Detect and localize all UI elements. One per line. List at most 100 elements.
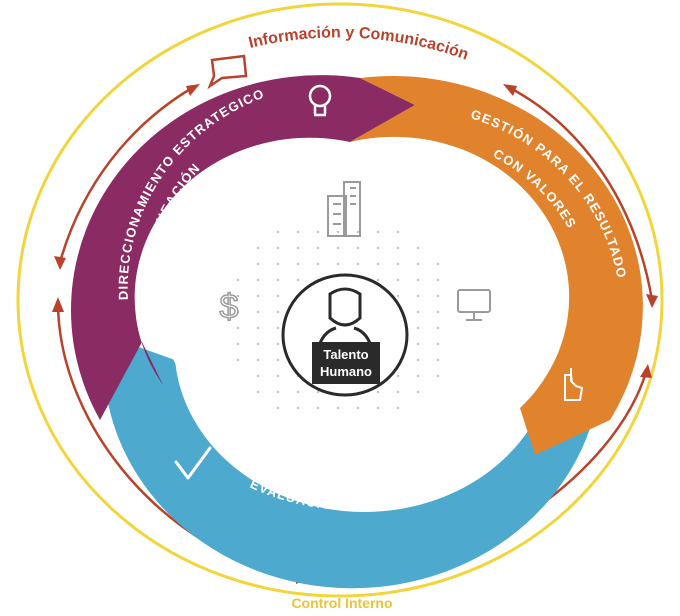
grid-dot [396, 294, 400, 298]
grid-dot [256, 390, 260, 394]
grid-dot [416, 278, 420, 282]
building-icon [327, 181, 361, 237]
center-label-line2: Humano [320, 364, 372, 379]
grid-dot [416, 374, 420, 378]
grid-dot [396, 246, 400, 250]
grid-dot [256, 262, 260, 266]
grid-dot [336, 262, 340, 266]
grid-dot [396, 406, 400, 410]
grid-dot [296, 246, 300, 250]
grid-dot [316, 406, 320, 410]
grid-dot [436, 358, 440, 362]
grid-dot [416, 294, 420, 298]
grid-dot [296, 262, 300, 266]
arrowhead [503, 84, 517, 96]
grid-dot [416, 358, 420, 362]
arrow-top-right [509, 86, 654, 301]
grid-dot [376, 230, 380, 234]
label-control-interno: Control Interno [291, 595, 392, 611]
grid-dot [236, 294, 240, 298]
center-label-box [312, 342, 380, 384]
label-informacion-comunicacion: Información y Comunicación [247, 24, 471, 63]
grid-dot [276, 294, 280, 298]
segment-gestion [350, 76, 643, 456]
grid-dot [276, 374, 280, 378]
grid-dot [316, 262, 320, 266]
grid-dot [416, 246, 420, 250]
grid-dot [256, 294, 260, 298]
grid-dot [356, 246, 360, 250]
grid-dot [276, 390, 280, 394]
center-label-line1: Talento [323, 347, 368, 362]
grid-dot [316, 246, 320, 250]
grid-dot [276, 310, 280, 314]
dollar-icon: $ [219, 287, 240, 327]
grid-dot [236, 278, 240, 282]
grid-dot [236, 358, 240, 362]
grid-dot [256, 342, 260, 346]
grid-dot [336, 246, 340, 250]
grid-dot [256, 246, 260, 250]
grid-dot [296, 406, 300, 410]
talento-humano-center: Talento Humano [281, 273, 409, 397]
segment-evaluacion [103, 335, 601, 589]
grid-dot [256, 374, 260, 378]
grid-dot [436, 310, 440, 314]
grid-dot [296, 390, 300, 394]
segment-direccionamiento [70, 75, 415, 421]
grid-dot [416, 326, 420, 330]
svg-text:$: $ [220, 288, 239, 326]
arrowhead [54, 256, 66, 270]
grid-dot [416, 390, 420, 394]
grid-dot [276, 262, 280, 266]
arrowhead [640, 364, 652, 378]
grid-dot [396, 230, 400, 234]
grid-dot [436, 294, 440, 298]
grid-dot [336, 406, 340, 410]
arrow-top-left [58, 86, 193, 263]
grid-dot [276, 406, 280, 410]
grid-dot [276, 358, 280, 362]
grid-dot [436, 374, 440, 378]
arrowhead [186, 84, 200, 96]
speech-bubble-icon [207, 54, 248, 90]
grid-dot [396, 374, 400, 378]
grid-dot [256, 358, 260, 362]
grid-dot [296, 278, 300, 282]
grid-dot [276, 230, 280, 234]
grid-dot [276, 246, 280, 250]
grid-dot [316, 390, 320, 394]
grid-dot [236, 342, 240, 346]
grid-dot [316, 230, 320, 234]
grid-dot [356, 262, 360, 266]
grid-dot [376, 262, 380, 266]
grid-dot [256, 326, 260, 330]
grid-dot [436, 262, 440, 266]
arrowhead [646, 294, 658, 308]
grid-dot [256, 310, 260, 314]
grid-dot [436, 342, 440, 346]
grid-dot [356, 406, 360, 410]
grid-dot [396, 390, 400, 394]
grid-dot [276, 278, 280, 282]
grid-dot [436, 278, 440, 282]
grid-dot [356, 230, 360, 234]
grid-dot [416, 310, 420, 314]
grid-dot [396, 278, 400, 282]
grid-dot [416, 262, 420, 266]
lightbulb-icon [308, 84, 332, 117]
grid-dot [376, 390, 380, 394]
grid-dot [296, 230, 300, 234]
grid-dot [436, 326, 440, 330]
grid-dot [236, 310, 240, 314]
grid-dot [276, 326, 280, 330]
grid-dot [256, 278, 260, 282]
grid-dot [376, 278, 380, 282]
grid-dot [376, 246, 380, 250]
hand-pointer-icon [564, 368, 584, 401]
grid-dot [236, 326, 240, 330]
control-interno-ring [16, 2, 664, 598]
arrowhead [52, 297, 64, 312]
grid-dot [276, 342, 280, 346]
